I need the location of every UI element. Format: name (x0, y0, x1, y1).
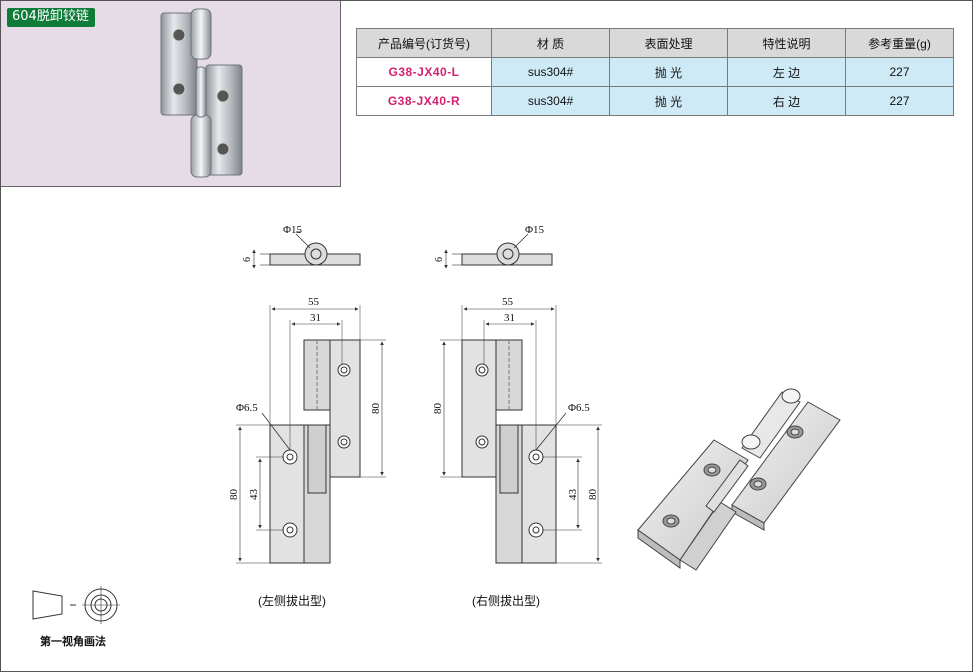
left-front-view (236, 305, 386, 564)
caption-right-type: (右侧拔出型) (472, 594, 540, 608)
part-number: G38-JX40-R (356, 86, 492, 116)
dim-height: 80 (370, 403, 382, 415)
table-row: G38-JX40-R sus304# 抛 光 右 边 227 (356, 86, 954, 116)
table-row: G38-JX40-L sus304# 抛 光 左 边 227 (356, 57, 954, 87)
projection-label: 第一视角画法 (40, 636, 106, 648)
dim-width-total: 55 (502, 296, 514, 308)
thickness-label: 6 (434, 257, 445, 262)
left-top-view (252, 231, 361, 269)
product-photo-panel: 604脱卸铰链 (1, 1, 341, 187)
feature: 左 边 (727, 57, 846, 87)
material: sus304# (491, 57, 610, 87)
table-header-row: 产品编号(订货号) 材 质 表面处理 特性说明 参考重量(g) (356, 28, 954, 58)
dim-height: 80 (228, 489, 240, 501)
dim-hole-pitch: 43 (248, 489, 260, 501)
hole-diameter-label: Φ6.5 (236, 402, 258, 414)
dim-width-leaf: 31 (504, 312, 515, 324)
header-cell: 表面处理 (609, 28, 728, 58)
caption-left-type: (左侧拔出型) (258, 594, 326, 608)
hinge-isometric-view (637, 388, 841, 571)
dim-height: 80 (432, 403, 444, 415)
hole-diameter-label: Φ6.5 (568, 402, 590, 414)
dim-width-leaf: 31 (310, 312, 321, 324)
product-badge: 604脱卸铰链 (7, 8, 95, 27)
projection-symbol (32, 586, 120, 624)
header-cell: 特性说明 (727, 28, 846, 58)
dim-width-total: 55 (308, 296, 320, 308)
pin-diameter-label: Φ15 (283, 224, 303, 236)
right-top-view (444, 233, 553, 269)
hinge-photo (160, 8, 243, 178)
finish: 抛 光 (609, 57, 728, 87)
header-cell: 材 质 (491, 28, 610, 58)
feature: 右 边 (727, 86, 846, 116)
dim-height: 80 (587, 489, 599, 501)
header-cell: 参考重量(g) (845, 28, 954, 58)
pin-diameter-label: Φ15 (525, 224, 545, 236)
weight: 227 (845, 86, 954, 116)
thickness-label: 6 (242, 257, 253, 262)
spec-table: 产品编号(订货号) 材 质 表面处理 特性说明 参考重量(g) G38-JX40… (356, 28, 954, 116)
right-front-view (440, 305, 602, 564)
dim-hole-pitch: 43 (567, 489, 579, 501)
finish: 抛 光 (609, 86, 728, 116)
weight: 227 (845, 57, 954, 87)
